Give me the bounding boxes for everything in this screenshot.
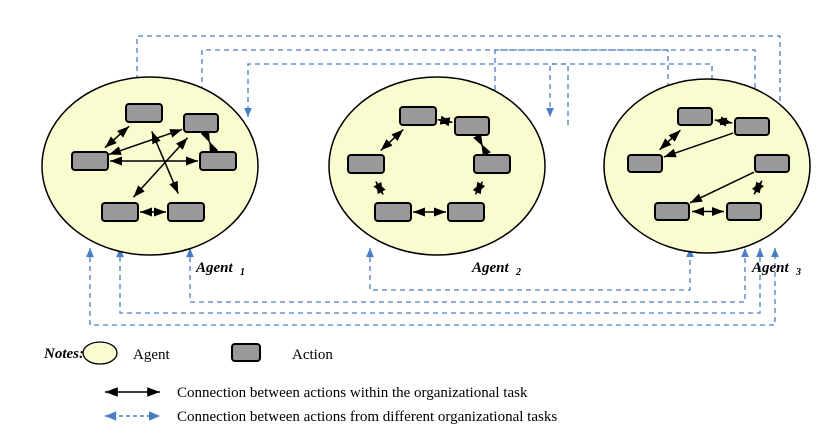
- a3-mid-left-action-node[interactable]: [627, 154, 663, 173]
- agents-layer: Agent 1 Agent 2 Agent 3: [41, 76, 811, 278]
- legend-agent-ellipse-icon: [82, 341, 118, 365]
- a3-top-left-to-a3-mid-left-connection: [659, 129, 681, 151]
- a3-top-right-to-a3-mid-left-connection: [663, 132, 734, 158]
- bottom-route-4-dashed-path: [366, 248, 694, 291]
- legend-intra-label: Connection between actions within the or…: [177, 385, 528, 401]
- legend-layer: Notes: Agent Action Connection between a…: [43, 341, 557, 425]
- a3-top-left-action-node[interactable]: [677, 107, 713, 126]
- agent-2-label: Agent: [471, 260, 510, 276]
- a3-top-right-action-node[interactable]: [734, 117, 770, 136]
- bottom-route-3-dashed-path: [186, 248, 749, 303]
- a1-mid-right-action-node[interactable]: [199, 151, 237, 171]
- top-route-2-dashed-path: [198, 49, 669, 117]
- agent-2-label-subscript: 2: [515, 267, 521, 278]
- a1-mid-left-action-node[interactable]: [71, 151, 109, 171]
- a3-mid-right-to-a3-bottom-left-connection: [689, 171, 755, 204]
- a2-bottom-right-action-node[interactable]: [447, 202, 485, 222]
- a2-mid-right-action-node[interactable]: [473, 154, 511, 174]
- legend-action-label: Action: [292, 347, 333, 363]
- legend-notes-label: Notes:: [43, 346, 84, 362]
- a1-top-left-action-node[interactable]: [125, 103, 163, 123]
- a2-top-left-to-a2-top-right-connection: [437, 115, 453, 127]
- a2-mid-left-to-a2-bottom-left-connection: [373, 181, 386, 195]
- a3-mid-right-to-a3-bottom-right-connection: [751, 180, 765, 195]
- legend-action-rect-icon: [231, 343, 261, 362]
- legend-inter-label: Connection between actions from differen…: [177, 409, 557, 425]
- a2-top-right-action-node[interactable]: [454, 116, 490, 136]
- a3-mid-right-action-node[interactable]: [754, 154, 790, 173]
- a2-top-left-action-node[interactable]: [399, 106, 437, 126]
- agent-1-label: Agent: [195, 260, 234, 276]
- a1-mid-left-to-a1-top-right-connection: [108, 128, 183, 156]
- a1-bottom-right-action-node[interactable]: [167, 202, 205, 222]
- a2-bottom-left-action-node[interactable]: [374, 202, 412, 222]
- a1-top-right-action-node[interactable]: [183, 113, 219, 133]
- a2-mid-right-to-a2-bottom-right-connection: [472, 181, 486, 195]
- bottom-route-1-dashed-path: [86, 248, 779, 326]
- bottom-route-2-dashed-path: [116, 248, 764, 314]
- a3-bottom-left-action-node[interactable]: [654, 202, 690, 221]
- top-route-3-dashed-path: [244, 63, 569, 125]
- a1-bottom-left-action-node[interactable]: [101, 202, 139, 222]
- agent-1: Agent 1: [41, 76, 259, 278]
- agent-1-label-subscript: 1: [240, 267, 245, 278]
- a2-top-left-to-a2-mid-left-connection: [380, 129, 404, 151]
- a1-top-right-to-a1-mid-right-connection: [200, 129, 219, 155]
- agent-2: Agent 2: [328, 76, 546, 278]
- agent-3-label: Agent: [751, 260, 790, 276]
- top-route-1-dashed-path: [133, 35, 781, 110]
- a3-top-left-to-a3-top-right-connection: [714, 116, 733, 127]
- agent-3-label-subscript: 3: [795, 267, 801, 278]
- legend-agent-label: Agent: [133, 347, 170, 363]
- a3-bottom-right-action-node[interactable]: [726, 202, 762, 221]
- agent-3: Agent 3: [603, 78, 811, 278]
- a2-top-right-to-a2-mid-right-connection: [473, 133, 491, 157]
- a2-mid-left-action-node[interactable]: [347, 154, 385, 174]
